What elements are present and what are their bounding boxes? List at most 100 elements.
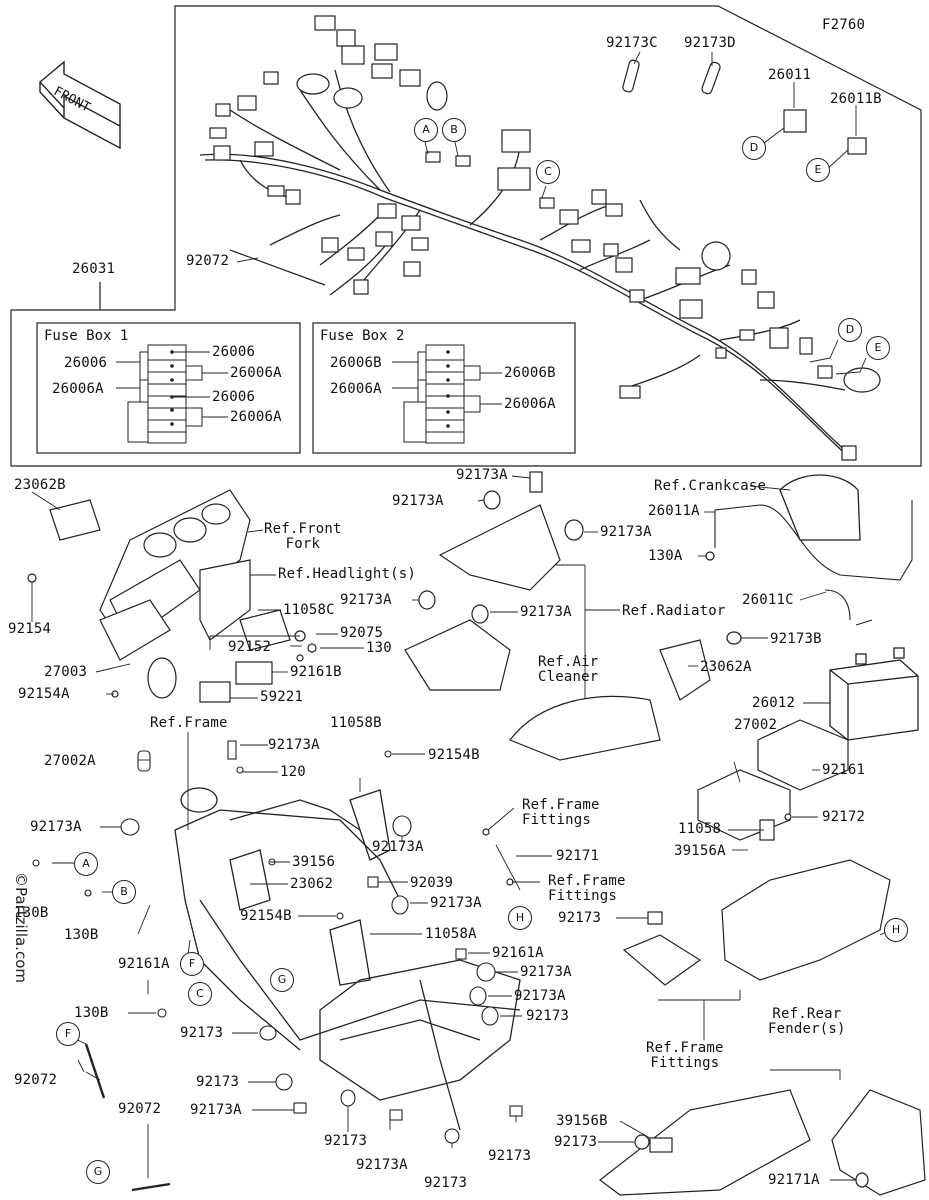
part-label-11058[interactable]: 11058 [678, 821, 722, 837]
part-label-92154a[interactable]: 92154A [18, 686, 70, 702]
part-label-92161a-b[interactable]: 92161A [492, 945, 544, 961]
part-label-92173a-frame-right[interactable]: 92173A [372, 839, 424, 855]
part-label-11058c[interactable]: 11058C [283, 602, 335, 618]
part-label-130a[interactable]: 130A [648, 548, 683, 564]
part-label-130b-c[interactable]: 130B [74, 1005, 109, 1021]
part-label-92173a-frame-left[interactable]: 92173A [30, 819, 82, 835]
callout-h-mid[interactable]: H [508, 906, 532, 930]
part-label-92154[interactable]: 92154 [8, 621, 52, 637]
part-label-11058a[interactable]: 11058A [425, 926, 477, 942]
fuse-1-left-26006[interactable]: 26006 [64, 355, 108, 371]
part-label-92039[interactable]: 92039 [410, 875, 454, 891]
part-label-92173a-frame-top[interactable]: 92173A [268, 737, 320, 753]
fuse-2-right-26006a[interactable]: 26006A [504, 396, 556, 412]
fuse-2-left-26006a[interactable]: 26006A [330, 381, 382, 397]
part-label-92152[interactable]: 92152 [228, 639, 272, 655]
part-label-27002[interactable]: 27002 [734, 717, 778, 733]
callout-c-frame[interactable]: C [188, 982, 212, 1006]
part-label-27003[interactable]: 27003 [44, 664, 88, 680]
part-label-92072-g[interactable]: 92072 [118, 1101, 162, 1117]
part-label-92173a-b4[interactable]: 92173A [356, 1157, 408, 1173]
callout-e-harness[interactable]: E [866, 336, 890, 360]
part-label-26011[interactable]: 26011 [768, 67, 812, 83]
part-label-26011a[interactable]: 26011A [648, 503, 700, 519]
part-label-92173-ecu[interactable]: 92173 [558, 910, 602, 926]
callout-b-top[interactable]: B [442, 118, 466, 142]
part-label-92173-b6[interactable]: 92173 [424, 1175, 468, 1191]
watermark-text: ©Partzilla.com [12, 872, 30, 983]
part-label-92173-b5[interactable]: 92173 [488, 1148, 532, 1164]
part-label-130[interactable]: 130 [366, 640, 392, 656]
part-label-59221[interactable]: 59221 [260, 689, 304, 705]
part-label-92161b[interactable]: 92161B [290, 664, 342, 680]
part-label-92154b-a[interactable]: 92154B [428, 747, 480, 763]
part-label-92173a-frame-mid[interactable]: 92173A [430, 895, 482, 911]
part-label-92173-c[interactable]: 92173 [554, 1134, 598, 1150]
part-label-11058b[interactable]: 11058B [330, 715, 382, 731]
part-label-39156a[interactable]: 39156A [674, 843, 726, 859]
fuse-1-right-26006a-b[interactable]: 26006A [230, 409, 282, 425]
part-label-92173a-r1[interactable]: 92173A [520, 964, 572, 980]
part-label-92173a-rad-3[interactable]: 92173A [600, 524, 652, 540]
part-label-23062[interactable]: 23062 [290, 876, 334, 892]
part-label-92075[interactable]: 92075 [340, 625, 384, 641]
callout-c-top[interactable]: C [536, 160, 560, 184]
part-label-130b-b[interactable]: 130B [64, 927, 99, 943]
part-label-92173-l[interactable]: 92173 [180, 1025, 224, 1041]
callout-f-frame[interactable]: F [180, 952, 204, 976]
fuse-1-left-26006a[interactable]: 26006A [52, 381, 104, 397]
part-label-23062a[interactable]: 23062A [700, 659, 752, 675]
part-label-27002a[interactable]: 27002A [44, 753, 96, 769]
part-label-92173a-rad-1[interactable]: 92173A [456, 467, 508, 483]
callout-a-frame[interactable]: A [74, 852, 98, 876]
callout-e-top[interactable]: E [806, 158, 830, 182]
front-fork-drawing [27, 489, 317, 703]
ref-frame-fittings-b: Ref.Frame Fittings [548, 873, 626, 904]
part-label-92173d[interactable]: 92173D [684, 35, 736, 51]
part-label-120[interactable]: 120 [280, 764, 306, 780]
part-label-92173a-r2[interactable]: 92173A [514, 988, 566, 1004]
fuse-1-right-26006[interactable]: 26006 [212, 344, 256, 360]
air-cleaner-drawing [509, 639, 711, 761]
fuse-1-right-26006a[interactable]: 26006A [230, 365, 282, 381]
part-label-92161[interactable]: 92161 [822, 762, 866, 778]
callout-a-top[interactable]: A [414, 118, 438, 142]
part-label-26011c[interactable]: 26011C [742, 592, 794, 608]
part-label-92173-b3[interactable]: 92173 [324, 1133, 368, 1149]
fuse-2-left-26006b[interactable]: 26006B [330, 355, 382, 371]
part-label-92173-r3[interactable]: 92173 [526, 1008, 570, 1024]
part-label-92072-f[interactable]: 92072 [14, 1072, 58, 1088]
part-label-92072-tie[interactable]: 92072 [186, 253, 230, 269]
callout-f-left[interactable]: F [56, 1022, 80, 1046]
callout-h-right[interactable]: H [884, 918, 908, 942]
part-label-23062b[interactable]: 23062B [14, 477, 66, 493]
part-label-92173a-b2[interactable]: 92173A [190, 1102, 242, 1118]
callout-g-left[interactable]: G [86, 1160, 110, 1184]
part-label-92173-b1[interactable]: 92173 [196, 1074, 240, 1090]
part-label-92171[interactable]: 92171 [556, 848, 600, 864]
part-label-130b-a[interactable]: 130B [14, 905, 49, 921]
part-label-26031[interactable]: 26031 [72, 261, 116, 277]
part-label-92173a-rad-2[interactable]: 92173A [392, 493, 444, 509]
part-label-92161a-a[interactable]: 92161A [118, 956, 170, 972]
callout-d-top[interactable]: D [742, 136, 766, 160]
part-label-26012[interactable]: 26012 [752, 695, 796, 711]
radiator-shroud-drawing [404, 471, 584, 691]
part-label-92171a[interactable]: 92171A [768, 1172, 820, 1188]
part-label-92173a-rad-5[interactable]: 92173A [520, 604, 572, 620]
part-label-92173b[interactable]: 92173B [770, 631, 822, 647]
callout-d-harness[interactable]: D [838, 318, 862, 342]
part-label-92173a-rad-4[interactable]: 92173A [340, 592, 392, 608]
part-label-92173c[interactable]: 92173C [606, 35, 658, 51]
part-label-39156[interactable]: 39156 [292, 854, 336, 870]
fuse-2-right-26006b[interactable]: 26006B [504, 365, 556, 381]
part-label-92154b-b[interactable]: 92154B [240, 908, 292, 924]
part-label-39156b[interactable]: 39156B [556, 1113, 608, 1129]
callout-g-frame[interactable]: G [270, 968, 294, 992]
part-label-92172[interactable]: 92172 [822, 809, 866, 825]
callout-b-frame[interactable]: B [112, 880, 136, 904]
ref-rear-fender: Ref.Rear Fender(s) [768, 1006, 846, 1037]
fuse-1-right-26006-b[interactable]: 26006 [212, 389, 256, 405]
part-label-26011b[interactable]: 26011B [830, 91, 882, 107]
fuse-box-2-frame [312, 322, 576, 454]
